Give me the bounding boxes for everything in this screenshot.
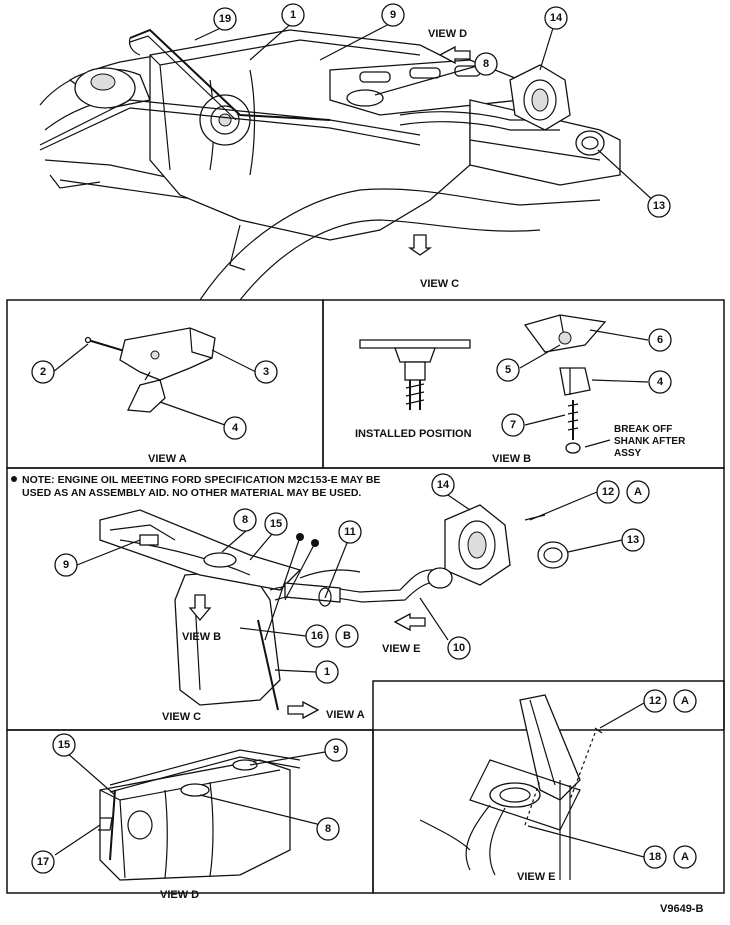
callout-letter-a-e2: A: [681, 851, 689, 863]
callout-12e: 12: [649, 695, 661, 707]
callout-13c: 13: [627, 534, 639, 546]
callout-10c: 10: [453, 642, 465, 654]
view-e-drawing: [419, 689, 697, 880]
view-d-title: VIEW D: [160, 889, 199, 901]
callout-15c: 15: [270, 518, 282, 530]
callout-13: 13: [653, 200, 665, 212]
callout-12c: 12: [602, 486, 614, 498]
view-d-arrow-label: VIEW D: [428, 28, 467, 40]
view-c-arrow-label: VIEW C: [420, 278, 459, 290]
view-a-panel: [6, 299, 324, 469]
callout-letter-a: A: [634, 486, 642, 498]
callout-16c: 16: [311, 630, 323, 642]
view-a-drawing: [31, 327, 278, 440]
callout-17d: 17: [37, 856, 49, 868]
break-off-note-3: ASSY: [614, 448, 642, 459]
view-d-drawing: [31, 733, 348, 881]
callout-9c: 9: [63, 559, 69, 571]
callout-19: 19: [219, 13, 231, 25]
break-off-note-1: BREAK OFF: [614, 424, 672, 435]
callout-letter-a-e1: A: [681, 695, 689, 707]
view-e-title: VIEW E: [517, 871, 556, 883]
top-callouts: [213, 3, 671, 218]
callout-14c: 14: [437, 479, 450, 491]
callout-8: 8: [483, 58, 489, 70]
callout-9: 9: [390, 9, 396, 21]
figure-id: V9649-B: [660, 903, 703, 915]
note-line-2: USED AS AN ASSEMBLY AID. NO OTHER MATERI…: [22, 487, 361, 499]
callout-1c: 1: [324, 666, 330, 678]
view-c-title: VIEW C: [162, 711, 201, 723]
callout-4b: 4: [657, 376, 664, 388]
callout-8c: 8: [242, 514, 248, 526]
callout-11c: 11: [344, 526, 356, 538]
view-e-panel: [372, 680, 725, 894]
callout-9d: 9: [333, 744, 339, 756]
top-assembly-view: [39, 21, 657, 301]
view-b-drawing: [359, 314, 672, 454]
view-e-arrow-label: VIEW E: [382, 643, 421, 655]
view-a-title: VIEW A: [148, 453, 187, 465]
view-c-drawing: [11, 473, 650, 720]
callout-14: 14: [550, 12, 563, 24]
view-b-arrow-label: VIEW B: [182, 631, 221, 643]
callout-4: 4: [232, 422, 239, 434]
installed-position-label: INSTALLED POSITION: [355, 428, 472, 440]
callout-8d: 8: [325, 823, 331, 835]
callout-letter-b: B: [343, 630, 351, 642]
callout-2: 2: [40, 366, 46, 378]
break-off-note-2: SHANK AFTER: [614, 436, 686, 447]
callout-7: 7: [510, 419, 516, 431]
view-a-arrow-label: VIEW A: [326, 709, 365, 721]
callout-5: 5: [505, 364, 511, 376]
callout-6: 6: [657, 334, 663, 346]
callout-18e: 18: [649, 851, 661, 863]
view-c-panel: [6, 467, 725, 731]
view-b-title: VIEW B: [492, 453, 531, 465]
callout-15d: 15: [58, 739, 70, 751]
note-line-1: NOTE: ENGINE OIL MEETING FORD SPECIFICAT…: [22, 474, 380, 486]
callout-3: 3: [263, 366, 269, 378]
callout-1: 1: [290, 9, 296, 21]
